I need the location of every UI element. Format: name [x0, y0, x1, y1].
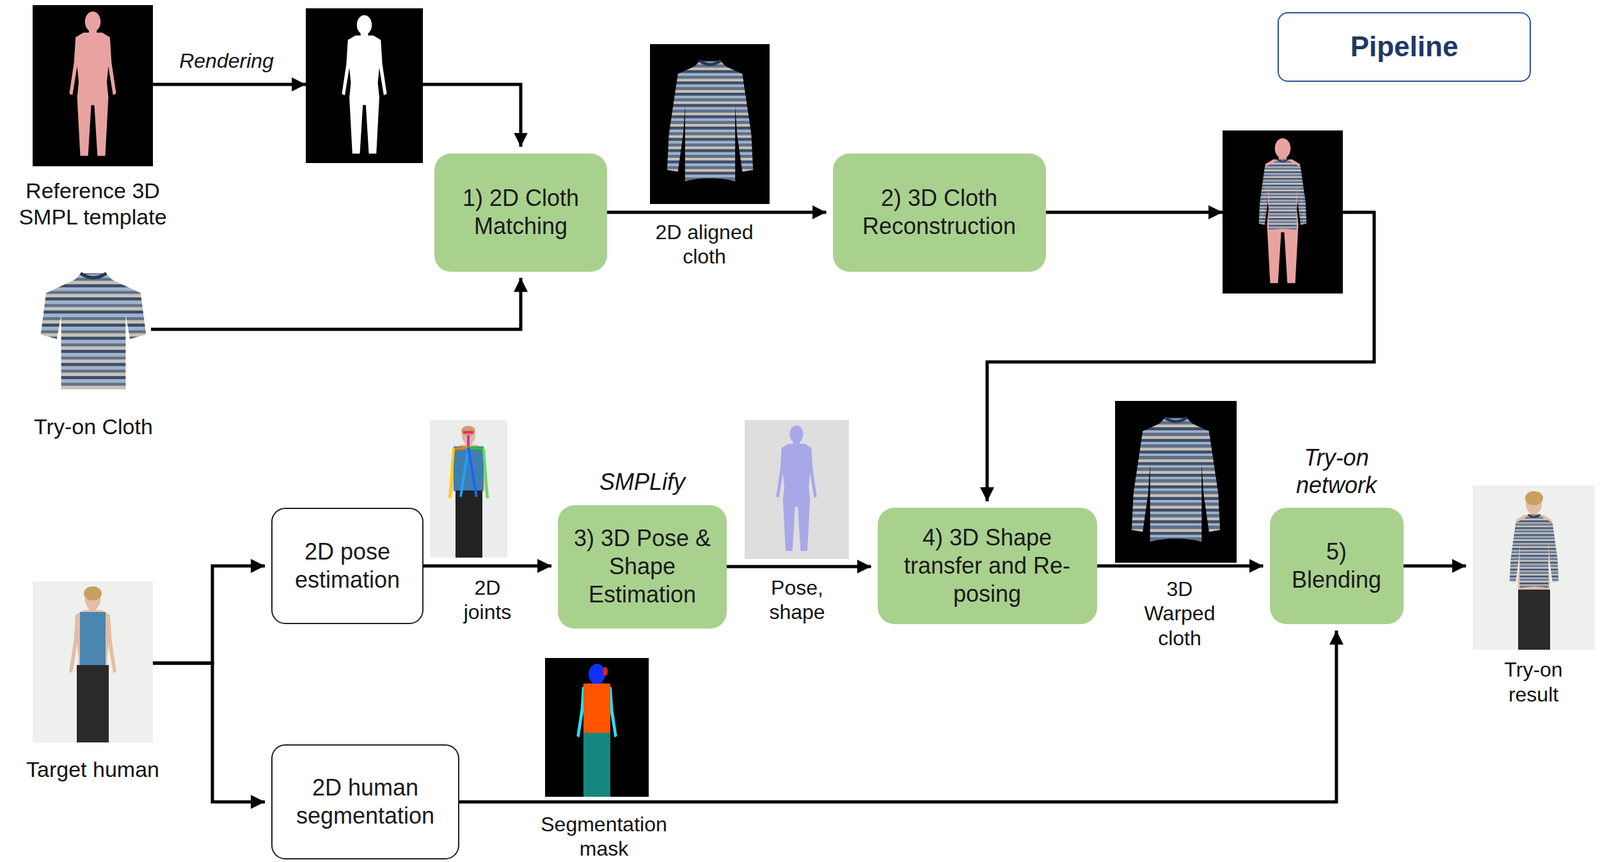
pose-image	[449, 449, 454, 499]
process-box: 2) 3D Cloth Reconstruction	[832, 153, 1046, 272]
arrow-head	[291, 77, 306, 92]
target-human-image	[32, 581, 153, 743]
box-label: Pipeline	[1350, 30, 1459, 63]
reconstructed-image	[1259, 138, 1307, 284]
smpl-template-image	[32, 5, 153, 167]
smpl-body-image	[776, 425, 817, 551]
pose-image	[463, 431, 474, 434]
process-box: Try-on network5) Blending	[1269, 507, 1404, 625]
aligned-cloth-image	[649, 44, 770, 205]
flow-arrow	[152, 566, 265, 664]
result-image	[1509, 514, 1560, 589]
warped-cloth-image	[1131, 417, 1220, 542]
reconstructed-image	[1222, 130, 1343, 294]
smpl-body-image	[744, 420, 849, 560]
flow-arrow	[150, 278, 521, 331]
box-label: 3) 3D Pose & Shape Estimation	[571, 524, 713, 610]
image-node: Reference 3D SMPL template	[32, 5, 153, 167]
smpl-template-image	[69, 11, 116, 157]
image-node: Target human	[32, 581, 153, 743]
process-box: 1) 2D Cloth Matching	[434, 153, 608, 272]
pose-image	[461, 426, 476, 437]
result-image	[1525, 491, 1544, 506]
box-label: 2) 3D Cloth Reconstruction	[847, 184, 1032, 241]
title-box: Pipeline	[1277, 12, 1531, 82]
pose-image	[467, 435, 470, 448]
box-heading: SMPLify	[559, 468, 726, 496]
image-caption: Target human	[0, 756, 189, 784]
segmentation-image	[583, 683, 611, 734]
edge-label: 2D joints	[449, 575, 526, 626]
pose-image	[460, 447, 469, 498]
process-box: 2D pose estimation	[271, 507, 424, 625]
pose-image	[429, 420, 508, 558]
edge-label: 2D aligned cloth	[648, 220, 761, 270]
segmentation-image	[545, 658, 649, 798]
cloth-image	[35, 267, 151, 395]
edge-label: Segmentation mask	[530, 812, 678, 862]
segmentation-image	[602, 667, 608, 677]
arrow-head	[1208, 205, 1223, 220]
warped-cloth-image	[1115, 401, 1237, 563]
process-box: SMPLify3) 3D Pose & Shape Estimation	[557, 505, 727, 629]
aligned-cloth-image	[667, 60, 753, 182]
box-heading: Try-on network	[1275, 443, 1398, 500]
flow-arrow	[459, 630, 1337, 803]
pose-image	[455, 490, 483, 558]
pose-image	[468, 447, 484, 450]
edge-label: Rendering	[156, 48, 297, 73]
segmentation-image	[588, 664, 606, 685]
pose-image	[468, 447, 477, 498]
flow-arrow	[152, 663, 265, 803]
reconstructed-image	[1259, 159, 1307, 231]
result-image	[1472, 485, 1595, 650]
image-node: Try-on result	[1472, 485, 1595, 650]
edge-label: Pose, shape	[755, 575, 839, 626]
segmentation-image	[545, 658, 649, 798]
pose-image	[429, 420, 508, 558]
smpl-template-image	[32, 5, 153, 167]
process-box: 2D human segmentation	[271, 744, 460, 860]
result-image	[1472, 485, 1595, 650]
image-caption: Try-on Cloth	[0, 413, 190, 441]
flow-arrow	[1097, 564, 1264, 569]
flow-arrow	[1403, 564, 1467, 569]
box-label: 4) 3D Shape transfer and Re-posing	[891, 523, 1084, 609]
silhouette-image	[305, 8, 423, 164]
target-human-image	[79, 612, 106, 668]
silhouette-image	[341, 15, 387, 154]
image-caption: Reference 3D SMPL template	[3, 177, 183, 231]
box-label: 1) 2D Cloth Matching	[448, 184, 594, 241]
cloth-image	[40, 273, 147, 389]
flow-arrow	[726, 565, 872, 569]
process-box: 4) 3D Shape transfer and Re-posing	[877, 507, 1098, 625]
reconstructed-image	[1222, 130, 1343, 294]
target-human-image	[83, 586, 102, 601]
image-node: Try-on Cloth	[35, 267, 151, 395]
target-human-image	[32, 581, 153, 743]
box-label: 5) Blending	[1283, 538, 1390, 595]
aligned-cloth-image	[649, 44, 770, 205]
flow-arrow	[607, 211, 827, 215]
pose-image	[453, 447, 469, 450]
warped-cloth-image	[1115, 401, 1237, 563]
silhouette-image	[305, 8, 423, 164]
flow-arrow	[423, 564, 552, 569]
cloth-image	[35, 267, 151, 395]
box-label: 2D human segmentation	[285, 774, 446, 831]
image-caption: Try-on result	[1488, 657, 1579, 708]
smpl-body-image	[744, 420, 849, 560]
target-human-image	[76, 665, 109, 743]
result-image	[1518, 589, 1551, 650]
pose-image	[483, 449, 488, 499]
segmentation-image	[583, 733, 611, 798]
edge-label: 3D Warped cloth	[1138, 577, 1222, 651]
box-label: 2D pose estimation	[285, 538, 410, 595]
